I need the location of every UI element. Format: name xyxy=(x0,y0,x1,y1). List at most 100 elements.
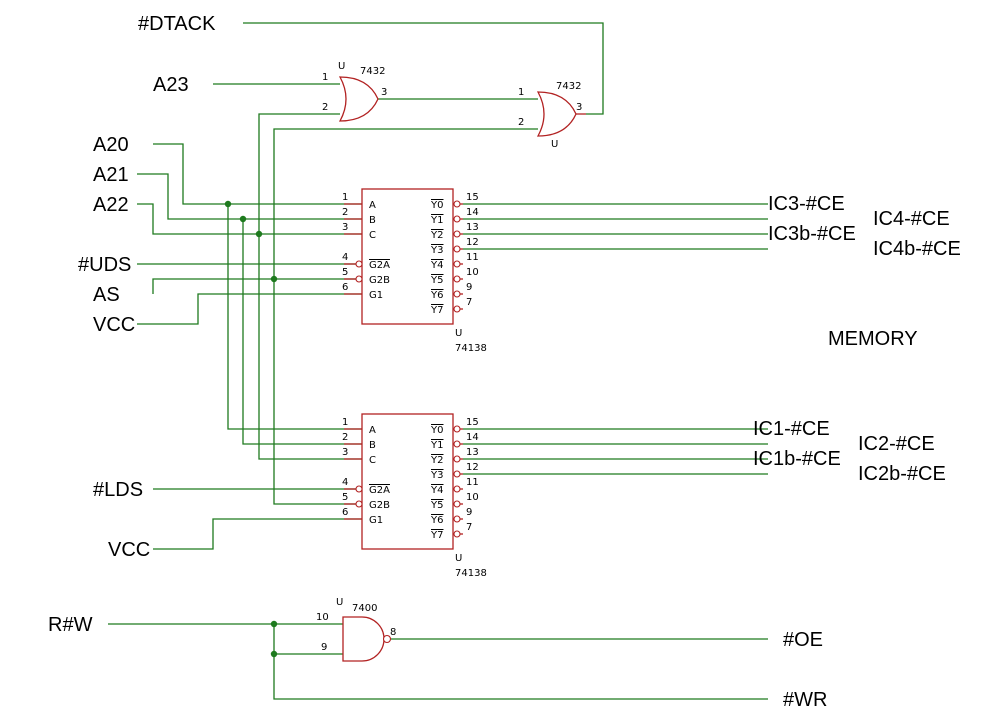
decoder2-output-bubble xyxy=(453,515,461,523)
decoder1-output-label: Y2 xyxy=(430,230,443,241)
net-ic3-ce: IC3-#CE xyxy=(768,193,845,215)
decoder1-output-bubble xyxy=(453,260,461,268)
decoder1-output-label: Y0 xyxy=(430,200,443,211)
decoder2-output-bubble xyxy=(453,530,461,538)
decoder2-output-bubble xyxy=(453,470,461,478)
decoder2-output-pin-number: 9 xyxy=(466,507,472,518)
net-as: AS xyxy=(93,284,120,306)
decoder2-output-bubble xyxy=(453,440,461,448)
svg-text:3: 3 xyxy=(381,87,387,98)
svg-text:1: 1 xyxy=(322,72,328,83)
svg-text:3: 3 xyxy=(342,222,348,233)
svg-text:5: 5 xyxy=(342,492,348,503)
svg-text:U: U xyxy=(551,139,558,150)
decoder1-output-label: Y4 xyxy=(430,260,443,271)
junctions xyxy=(224,200,278,658)
decoder2-output-label: Y6 xyxy=(430,515,443,526)
decoder1-output-pin-number: 11 xyxy=(466,252,479,263)
svg-text:C: C xyxy=(369,455,376,466)
svg-text:7432: 7432 xyxy=(360,66,385,77)
net-a21: A21 xyxy=(93,164,129,186)
decoder2-output-label: Y0 xyxy=(430,425,443,436)
svg-text:1: 1 xyxy=(342,192,348,203)
decoder1-output-pin-number: 13 xyxy=(466,222,479,233)
net-ic2b-ce: IC2b-#CE xyxy=(858,463,946,485)
svg-text:G1: G1 xyxy=(369,290,383,301)
decoder1-output-label: Y5 xyxy=(430,275,443,286)
svg-text:10: 10 xyxy=(316,612,329,623)
svg-text:2: 2 xyxy=(322,102,328,113)
svg-text:B: B xyxy=(369,215,376,226)
svg-text:G2A: G2A xyxy=(369,485,390,496)
net-oe: #OE xyxy=(783,629,823,651)
decoder1-output-bubble xyxy=(453,290,461,298)
net-ic1b-ce: IC1b-#CE xyxy=(753,448,841,470)
svg-text:74138: 74138 xyxy=(455,343,487,354)
decoder1-output-pin-number: 15 xyxy=(466,192,479,203)
svg-text:2: 2 xyxy=(518,117,524,128)
svg-text:U: U xyxy=(455,328,462,339)
svg-text:A: A xyxy=(369,425,376,436)
net-lds: #LDS xyxy=(93,479,143,501)
svg-text:3: 3 xyxy=(342,447,348,458)
svg-text:G2B: G2B xyxy=(369,500,390,511)
decoder1-output-label: Y7 xyxy=(430,305,443,316)
decoder1-output-pin-number: 14 xyxy=(466,207,479,218)
net-wr: #WR xyxy=(783,689,827,711)
decoder2-output-pin-number: 15 xyxy=(466,417,479,428)
decoder2-output-pin-number: 7 xyxy=(466,522,472,533)
svg-text:4: 4 xyxy=(342,252,348,263)
svg-text:6: 6 xyxy=(342,282,348,293)
decoder2-output-label: Y3 xyxy=(430,470,443,481)
svg-text:A: A xyxy=(369,200,376,211)
wires xyxy=(108,22,768,700)
decoder2-output-label: Y2 xyxy=(430,455,443,466)
svg-text:7400: 7400 xyxy=(352,603,377,614)
net-labels: #DTACK A23 A20 A21 A22 #UDS AS VCC #LDS … xyxy=(48,13,961,711)
net-rw: R#W xyxy=(48,614,93,636)
net-ic4-ce: IC4-#CE xyxy=(873,208,950,230)
decoder2-output-pin-number: 10 xyxy=(466,492,479,503)
decoder1-output-bubble xyxy=(453,215,461,223)
svg-text:C: C xyxy=(369,230,376,241)
net-a23: A23 xyxy=(153,74,189,96)
net-ic1-ce: IC1-#CE xyxy=(753,418,830,440)
svg-text:G2B: G2B xyxy=(369,275,390,286)
net-vcc-2: VCC xyxy=(108,539,150,561)
decoder2-output-pin-number: 12 xyxy=(466,462,479,473)
net-ic2-ce: IC2-#CE xyxy=(858,433,935,455)
svg-text:U: U xyxy=(455,553,462,564)
svg-text:G2A: G2A xyxy=(369,260,390,271)
decoder2-output-label: Y7 xyxy=(430,530,443,541)
decoder1-output-bubble xyxy=(453,200,461,208)
or-gate-2: 7432 U 1 2 3 xyxy=(518,81,586,150)
svg-text:U: U xyxy=(336,597,343,608)
decoder1-output-bubble xyxy=(453,275,461,283)
svg-text:4: 4 xyxy=(342,477,348,488)
decoder2-output-bubble xyxy=(453,485,461,493)
net-dtack: #DTACK xyxy=(138,13,216,35)
svg-text:2: 2 xyxy=(342,207,348,218)
decoder2-output-bubble xyxy=(453,455,461,463)
decoder2-output-bubble xyxy=(453,500,461,508)
svg-text:6: 6 xyxy=(342,507,348,518)
svg-text:B: B xyxy=(369,440,376,451)
svg-text:2: 2 xyxy=(342,432,348,443)
svg-text:74138: 74138 xyxy=(455,568,487,579)
decoder2-output-bubble xyxy=(453,425,461,433)
or-gate-1: U 7432 1 2 3 xyxy=(322,61,387,122)
svg-text:G1: G1 xyxy=(369,515,383,526)
svg-text:3: 3 xyxy=(576,102,582,113)
decoder1-output-bubble xyxy=(453,230,461,238)
svg-text:5: 5 xyxy=(342,267,348,278)
svg-text:7432: 7432 xyxy=(556,81,581,92)
net-ic4b-ce: IC4b-#CE xyxy=(873,238,961,260)
decoder2-output-pin-number: 14 xyxy=(466,432,479,443)
decoder2-output-pin-number: 11 xyxy=(466,477,479,488)
svg-text:1: 1 xyxy=(342,417,348,428)
decoder2-output-pin-number: 13 xyxy=(466,447,479,458)
decoder1-output-pin-number: 12 xyxy=(466,237,479,248)
decoder2-output-label: Y5 xyxy=(430,500,443,511)
